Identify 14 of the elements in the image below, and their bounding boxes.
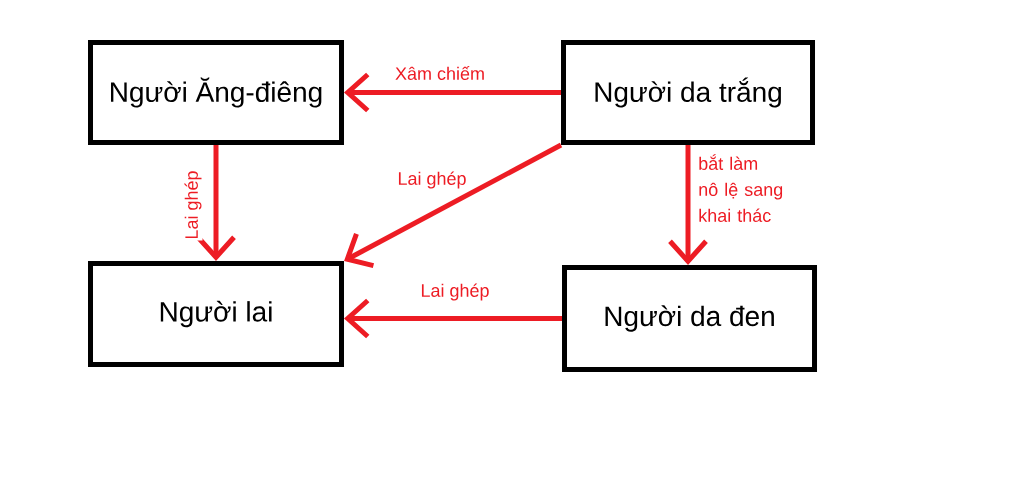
- arrow: [344, 298, 562, 339]
- arrow: [344, 72, 561, 113]
- edge-label: Lai ghép: [183, 169, 203, 241]
- label-box: Người Ăng-điêng: [88, 40, 344, 145]
- label-box: Người da trắng: [561, 40, 815, 145]
- edge-label: Lai ghép: [396, 170, 468, 190]
- label-box: Người da đen: [562, 265, 817, 372]
- arrow: [196, 145, 236, 261]
- arrow: [344, 142, 563, 269]
- label-box: Người lai: [88, 261, 344, 367]
- edge-label: bắt làm nô lệ sang khai thác: [697, 153, 792, 223]
- arrow: [668, 145, 708, 265]
- edge-label: Xâm chiếm: [394, 65, 486, 81]
- edge-label: Lai ghép: [419, 282, 491, 302]
